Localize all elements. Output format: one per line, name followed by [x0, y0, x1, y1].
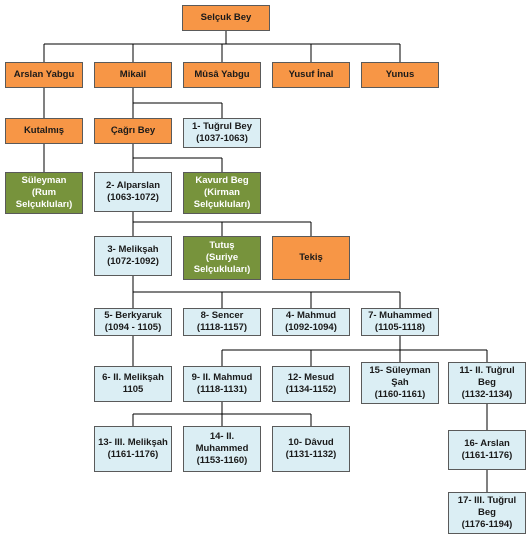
node-label-line: Mûsâ Yabgu [194, 69, 250, 80]
node-label-line: 1- Tuğrul Bey [192, 121, 252, 132]
node-sencer: 8- Sencer(1118-1157) [183, 308, 261, 336]
node-label-line: (1176-1194) [461, 519, 513, 530]
node-label-line: 4- Mahmud [285, 310, 337, 321]
node-label-line: (1094 - 1105) [104, 322, 162, 333]
node-label-line: Kavurd Beg [195, 175, 249, 186]
node-label-line: (1132-1134) [461, 389, 513, 400]
node-label-line: 9- II. Mahmud [191, 372, 253, 383]
node-label-line: Süleyman [21, 175, 67, 186]
node-davud: 10- Dâvud(1131-1132) [272, 426, 350, 472]
node-alparslan: 2- Alparslan(1063-1072) [94, 172, 172, 212]
node-label-line: 1105 [122, 384, 144, 395]
node-yunus: Yunus [361, 62, 439, 88]
node-label-line: Yunus [385, 69, 415, 80]
node-label-line: Arslan Yabgu [13, 69, 75, 80]
node-label-line: Mikail [119, 69, 147, 80]
node-musa-yabgu: Mûsâ Yabgu [183, 62, 261, 88]
node-label-line: (1153-1160) [196, 455, 248, 466]
node-label-line: Selçuk Bey [200, 12, 252, 23]
node-label-line: (1161-1176) [461, 450, 513, 461]
node-label-line: 11- II. Tuğrul [459, 365, 515, 376]
node-label-line: Tutuş [209, 240, 235, 251]
node-label-line: Selçukluları) [193, 199, 251, 210]
node-label-line: (1063-1072) [107, 192, 159, 203]
node-kutalmis: Kutalmış [5, 118, 83, 144]
node-tugrul: 1- Tuğrul Bey(1037-1063) [183, 118, 261, 148]
node-label-line: (Suriye [205, 252, 239, 263]
node-meliksah3: 13- III. Melikşah(1161-1176) [94, 426, 172, 472]
node-arslan-yabgu: Arslan Yabgu [5, 62, 83, 88]
node-tekis: Tekiş [272, 236, 350, 280]
node-label-line: (Rum [31, 187, 57, 198]
node-label-line: Selçukluları) [193, 264, 251, 275]
node-meliksah: 3- Melikşah(1072-1092) [94, 236, 172, 276]
node-label-line: Şah [391, 377, 409, 388]
node-label-line: (1160-1161) [374, 389, 426, 400]
node-label-line: 15- Süleyman [369, 365, 431, 376]
node-label-line: 17- III. Tuğrul [457, 495, 517, 506]
node-label-line: (1072-1092) [107, 256, 159, 267]
node-mahmud: 4- Mahmud(1092-1094) [272, 308, 350, 336]
node-label-line: Tekiş [299, 252, 323, 263]
node-mesud: 12- Mesud(1134-1152) [272, 366, 350, 402]
node-label-line: Beg [478, 507, 496, 518]
node-label-line: (1134-1152) [285, 384, 337, 395]
node-label-line: Yusuf İnal [288, 69, 334, 80]
node-yusuf-inal: Yusuf İnal [272, 62, 350, 88]
node-cagri: Çağrı Bey [94, 118, 172, 144]
node-label-line: Selçukluları) [15, 199, 73, 210]
node-label-line: Muhammed [195, 443, 249, 454]
node-label-line: (1092-1094) [285, 322, 337, 333]
node-label-line: Beg [478, 377, 496, 388]
node-label-line: 5- Berkyaruk [104, 310, 162, 321]
node-arslan: 16- Arslan(1161-1176) [448, 430, 526, 470]
node-label-line: (1131-1132) [285, 449, 337, 460]
node-muhammed: 7- Muhammed(1105-1118) [361, 308, 439, 336]
node-label-line: Çağrı Bey [110, 125, 156, 136]
node-label-line: 6- II. Melikşah [102, 372, 164, 383]
node-label-line: (1118-1157) [196, 322, 248, 333]
node-selcuk: Selçuk Bey [182, 5, 270, 31]
node-label-line: 10- Dâvud [288, 437, 334, 448]
node-label-line: 12- Mesud [287, 372, 335, 383]
node-label-line: 7- Muhammed [368, 310, 432, 321]
node-label-line: 13- III. Melikşah [98, 437, 168, 448]
node-mahmud2: 9- II. Mahmud(1118-1131) [183, 366, 261, 402]
node-label-line: 16- Arslan [464, 438, 510, 449]
node-muhammed2: 14- II.Muhammed(1153-1160) [183, 426, 261, 472]
node-label-line: (1105-1118) [374, 322, 426, 333]
node-label-line: (Kirman [204, 187, 240, 198]
node-label-line: 8- Sencer [200, 310, 244, 321]
node-label-line: Kutalmış [23, 125, 65, 136]
node-label-line: 3- Melikşah [107, 244, 159, 255]
node-label-line: (1118-1131) [196, 384, 248, 395]
node-berkyaruk: 5- Berkyaruk(1094 - 1105) [94, 308, 172, 336]
node-label-line: (1161-1176) [107, 449, 159, 460]
node-label-line: 14- II. [209, 431, 235, 442]
node-mikail: Mikail [94, 62, 172, 88]
node-label-line: (1037-1063) [196, 133, 248, 144]
node-label-line: 2- Alparslan [105, 180, 161, 191]
